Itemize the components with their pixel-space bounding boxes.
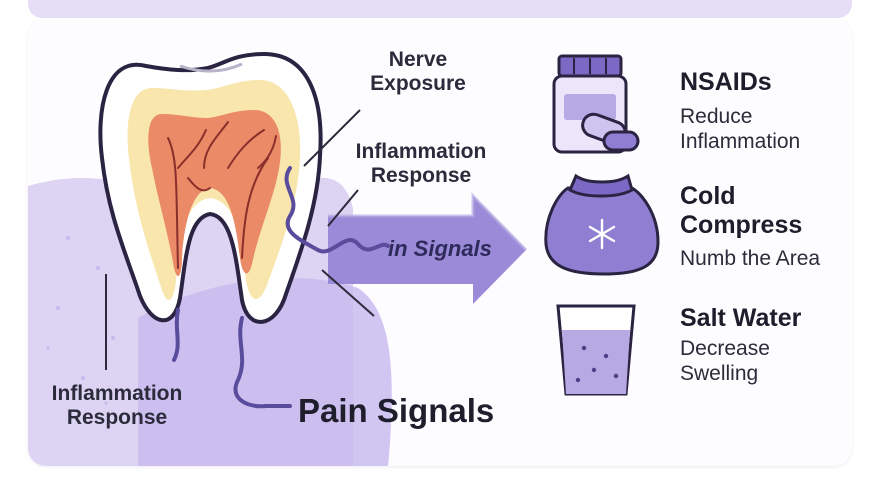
- nerve-branches: [167, 121, 277, 269]
- remedy-title-salt-water: Salt Water: [680, 304, 802, 332]
- signals-arrow-label: in Signals: [388, 236, 492, 261]
- illustration: [28, 51, 660, 466]
- tooth-pulp: [148, 110, 281, 277]
- nerve-exposure-label: Nerve Exposure: [370, 48, 466, 96]
- nerve-signal-lines: [172, 166, 390, 409]
- inflammation-response-bottom-label: Inflammation Response: [51, 382, 183, 430]
- remedy-title-cold-compress: Cold Compress: [680, 182, 803, 239]
- ice-pack-icon: [544, 173, 660, 276]
- signal-arrow: [328, 196, 526, 304]
- gum-lower: [138, 278, 392, 466]
- pill-bottle-icon: [552, 54, 640, 154]
- infographic-card: Nerve Exposure Inflammation Response in …: [28, 18, 852, 466]
- pointer-lines: [105, 109, 375, 370]
- remedy-title-nsaids: NSAIDs: [680, 68, 772, 96]
- water-glass-icon: [556, 304, 636, 396]
- remedy-desc-nsaids: Reduce Inflammation: [680, 105, 801, 154]
- top-band: [28, 0, 852, 18]
- remedy-desc-cold-compress: Numb the Area: [680, 247, 821, 270]
- pain-signals-label: Pain Signals: [298, 392, 495, 429]
- remedy-desc-salt-water: Decrease Swelling: [680, 337, 770, 386]
- inflammation-response-top-label: Inflammation Response: [355, 140, 487, 188]
